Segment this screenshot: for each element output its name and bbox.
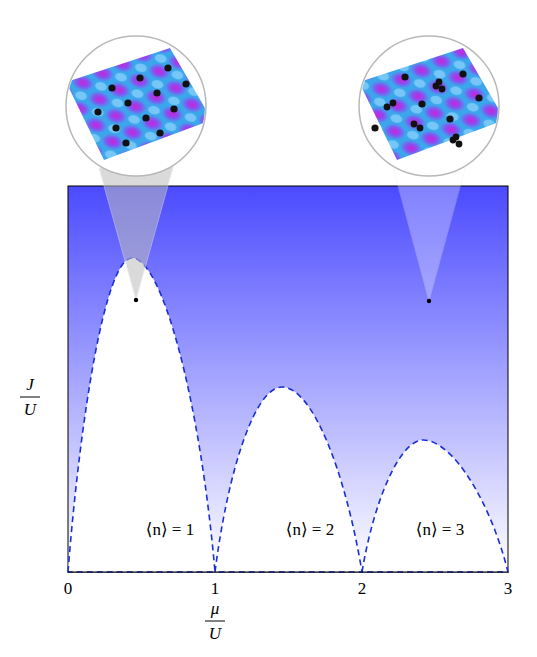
lobe-label: ⟨n⟩ = 2: [286, 521, 334, 540]
axis-label: J: [26, 376, 34, 395]
optical-lattice: [359, 48, 505, 160]
lobe-label: ⟨n⟩ = 1: [146, 521, 194, 540]
mott-lobes: [68, 258, 508, 572]
axis-label: U: [24, 401, 36, 420]
axis-label: U: [209, 625, 221, 644]
axis-label: μ: [211, 600, 220, 619]
zoom-cone: [99, 164, 174, 300]
fraction-bar: [20, 397, 40, 398]
tick-label: 2: [358, 580, 367, 599]
tick-label: 1: [211, 580, 220, 599]
tick-label: 3: [504, 580, 513, 599]
zoom-cone: [393, 165, 466, 301]
tick-label: 0: [64, 580, 73, 599]
lobe-label: ⟨n⟩ = 3: [416, 521, 464, 540]
fraction-bar: [205, 621, 225, 622]
optical-lattice: [66, 48, 212, 160]
